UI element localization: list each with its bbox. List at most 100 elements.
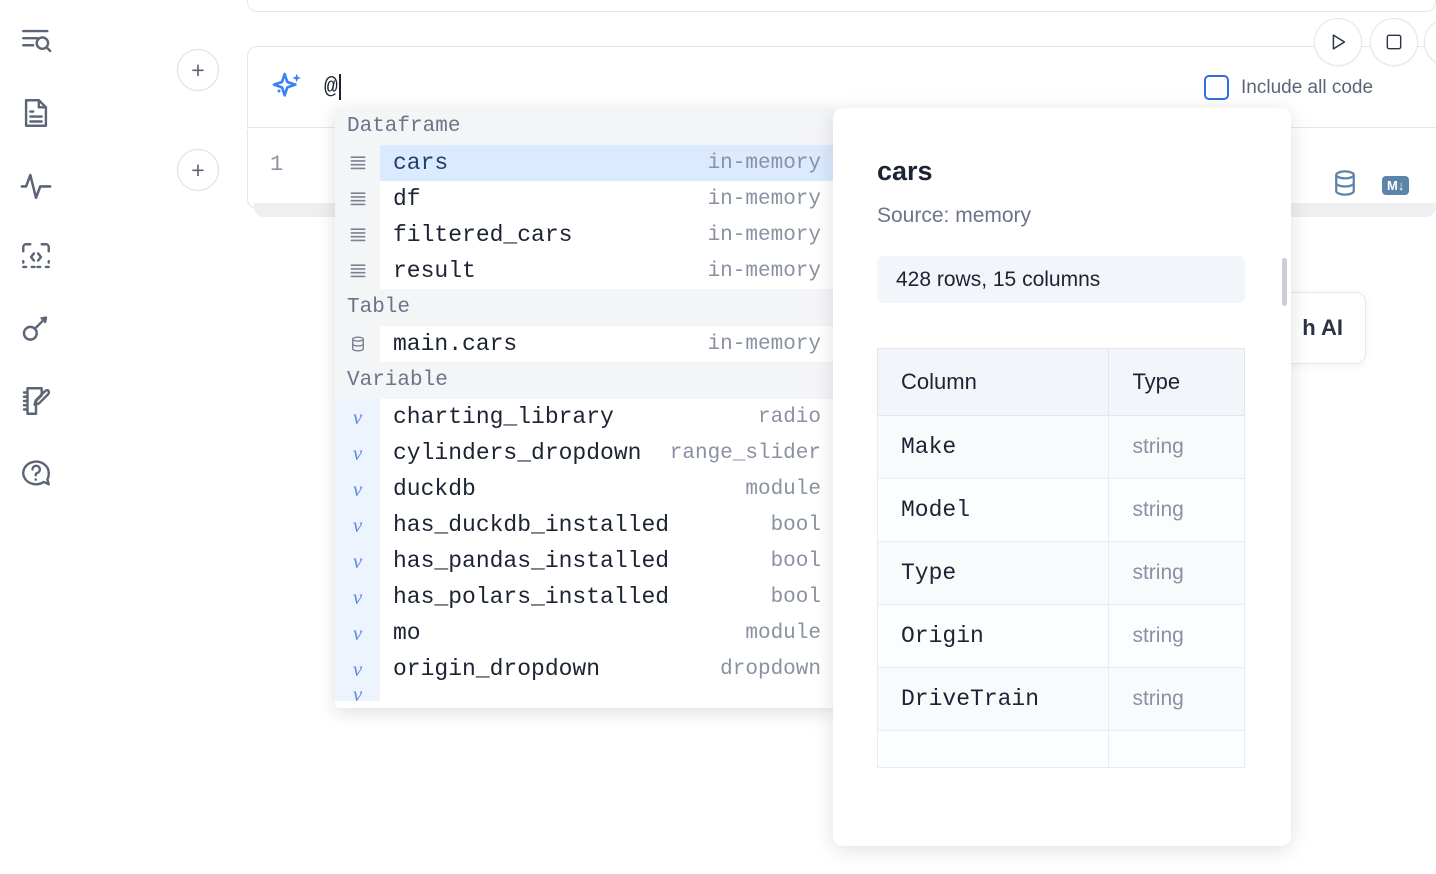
autocomplete-item-name: charting_library [393, 404, 614, 430]
cell-column-name: Make [876, 415, 1110, 479]
table-row: Origin string [876, 604, 1245, 668]
add-cell-button-top[interactable]: + [177, 49, 219, 91]
variable-icon: v [335, 615, 380, 651]
detail-shape-badge: 428 rows, 15 columns [877, 256, 1245, 303]
text-caret [338, 74, 341, 100]
variable-icon: v [335, 471, 380, 507]
cell-above-clipped [247, 0, 1436, 12]
cell-column-type: string [1108, 667, 1245, 731]
cell-column-name: DriveTrain [876, 667, 1110, 731]
autocomplete-item-has-duckdb-installed[interactable]: v has_duckdb_installed bool [335, 507, 835, 543]
autocomplete-item-has-pandas-installed[interactable]: v has_pandas_installed bool [335, 543, 835, 579]
table-row: Type string [876, 541, 1245, 605]
autocomplete-item-cylinders-dropdown[interactable]: v cylinders_dropdown range_slider [335, 435, 835, 471]
markdown-badge[interactable]: M↓ [1382, 176, 1410, 195]
autocomplete-item-type: dropdown [720, 657, 821, 681]
dataframe-icon [335, 181, 380, 217]
cell-output-icons: M↓ [1330, 168, 1410, 203]
code-snippet-icon[interactable] [13, 234, 59, 280]
autocomplete-item-type: bool [770, 513, 821, 537]
detail-title: cars [877, 156, 933, 186]
include-all-code-label: Include all code [1241, 76, 1374, 98]
autocomplete-item-type: radio [757, 405, 821, 429]
document-icon[interactable] [13, 90, 59, 136]
autocomplete-item-name: duckdb [393, 476, 476, 502]
autocomplete-item-name: cars [393, 150, 449, 176]
autocomplete-item-type: in-memory [707, 223, 821, 247]
autocomplete-item-charting-library[interactable]: v charting_library radio [335, 399, 835, 435]
autocomplete-item-main-cars[interactable]: main.cars in-memory [335, 326, 835, 362]
ai-prompt-input[interactable]: @ [324, 74, 341, 100]
autocomplete-section-header: Variable [335, 362, 835, 399]
dataframe-icon [335, 145, 380, 181]
cell-column-type [1108, 730, 1245, 768]
ai-prompt-value: @ [324, 74, 338, 100]
include-all-code-toggle[interactable]: Include all code [1204, 75, 1373, 100]
variable-icon: v [335, 435, 380, 471]
autocomplete-item-type: in-memory [707, 151, 821, 175]
table-header-row: Column Type [876, 348, 1245, 416]
cell-column-name: Model [876, 478, 1110, 542]
autocomplete-item-name: df [393, 186, 421, 212]
autocomplete-item-type: in-memory [707, 332, 821, 356]
activity-pulse-icon[interactable] [13, 162, 59, 208]
line-number: 1 [270, 152, 284, 177]
autocomplete-item-mo[interactable]: v mo module [335, 615, 835, 651]
table-row: Model string [876, 478, 1245, 542]
autocomplete-item-name: result [393, 258, 476, 284]
autocomplete-dropdown[interactable]: Dataframe cars in-memory df in-memory [335, 108, 835, 708]
run-button[interactable] [1314, 18, 1362, 66]
autocomplete-item-type: in-memory [707, 187, 821, 211]
add-cell-button-bottom[interactable]: + [177, 149, 219, 191]
table-row: DriveTrain string [876, 667, 1245, 731]
variable-icon: v [335, 651, 380, 687]
explore-search-icon[interactable] [13, 18, 59, 64]
autocomplete-section-header: Dataframe [335, 108, 835, 145]
autocomplete-item-name: has_pandas_installed [393, 548, 670, 574]
autocomplete-item-filtered-cars[interactable]: filtered_cars in-memory [335, 217, 835, 253]
autocomplete-item-duckdb[interactable]: v duckdb module [335, 471, 835, 507]
autocomplete-item-type: module [745, 621, 821, 645]
detail-scrollbar[interactable] [1282, 258, 1287, 306]
variable-icon: v [335, 399, 380, 435]
notebook-edit-icon[interactable] [13, 378, 59, 424]
variable-icon: v [335, 507, 380, 543]
variable-icon: v [335, 543, 380, 579]
help-question-icon[interactable] [13, 450, 59, 496]
cell-column-type: string [1108, 478, 1245, 542]
autocomplete-item-origin-dropdown[interactable]: v origin_dropdown dropdown [335, 651, 835, 687]
autocomplete-item-type: module [745, 477, 821, 501]
table-row: Make string [876, 415, 1245, 479]
include-all-code-checkbox[interactable] [1204, 75, 1229, 100]
database-icon[interactable] [1330, 168, 1360, 203]
autocomplete-item-name: filtered_cars [393, 222, 573, 248]
autocomplete-item-name: has_duckdb_installed [393, 512, 670, 538]
autocomplete-item-name: mo [393, 620, 421, 646]
autocomplete-item-name: has_polars_installed [393, 584, 670, 610]
autocomplete-item-cars[interactable]: cars in-memory [335, 145, 835, 181]
cell-column-type: string [1108, 415, 1245, 479]
table-database-icon [335, 326, 380, 362]
autocomplete-item-clipped[interactable]: v [335, 687, 835, 701]
header-type: Type [1108, 348, 1245, 416]
dataframe-detail-panel: cars Source: memory 428 rows, 15 columns… [833, 108, 1291, 846]
autocomplete-item-result[interactable]: result in-memory [335, 253, 835, 289]
autocomplete-item-has-polars-installed[interactable]: v has_polars_installed bool [335, 579, 835, 615]
cell-column-name: Type [876, 541, 1110, 605]
sparkle-ai-icon [268, 67, 308, 107]
dataframe-icon [335, 253, 380, 289]
autocomplete-item-name: origin_dropdown [393, 656, 601, 682]
autocomplete-item-type: range_slider [669, 441, 821, 465]
variable-icon: v [335, 687, 380, 701]
detail-source: Source: memory [877, 204, 1032, 227]
autocomplete-item-df[interactable]: df in-memory [335, 181, 835, 217]
key-icon[interactable] [13, 306, 59, 352]
autocomplete-item-type: bool [770, 549, 821, 573]
autocomplete-item-type: in-memory [707, 259, 821, 283]
table-row [876, 730, 1245, 768]
autocomplete-item-name: main.cars [393, 331, 518, 357]
stop-button[interactable] [1370, 18, 1418, 66]
autocomplete-item-name: cylinders_dropdown [393, 440, 642, 466]
sidebar [0, 0, 72, 874]
